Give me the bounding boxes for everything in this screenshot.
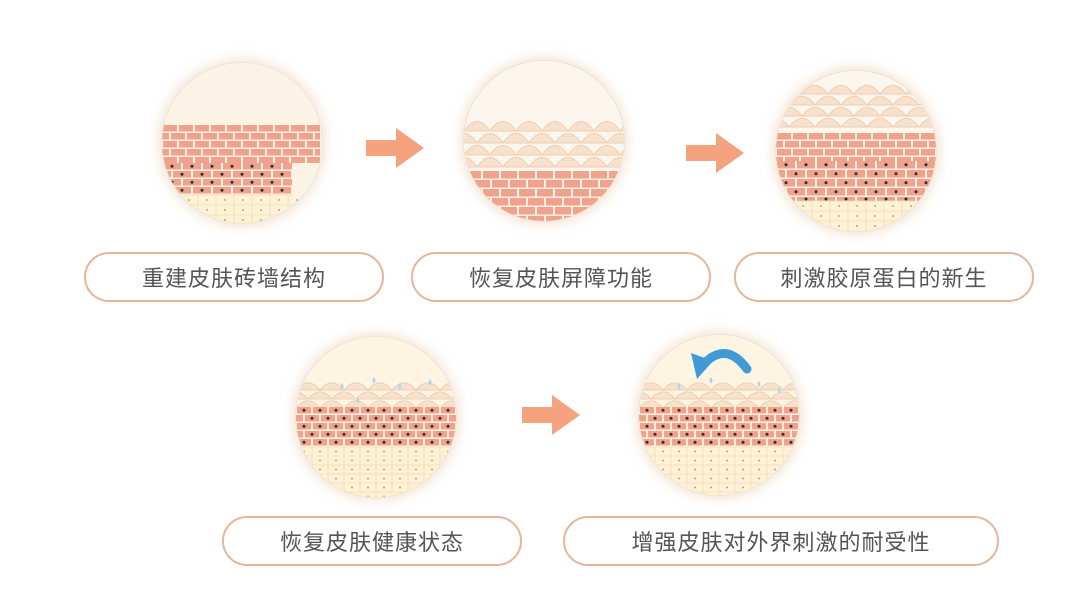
right-arrow-icon <box>522 395 580 435</box>
step-2-label: 恢复皮肤屏障功能 <box>411 252 711 302</box>
step-2-illustration <box>464 61 624 221</box>
step-1-label-text: 重建皮肤砖墙结构 <box>141 267 326 292</box>
collagen-regeneration-image <box>776 71 936 231</box>
step-4-label: 恢复皮肤健康状态 <box>222 516 522 566</box>
tolerance-skin-image <box>639 335 799 495</box>
barrier-layer-image <box>464 61 624 221</box>
step-3-illustration <box>776 71 936 231</box>
brick-wall-rebuild-image <box>162 63 322 223</box>
step-3-label-text: 刺激胶原蛋白的新生 <box>780 267 988 292</box>
step-4-illustration <box>296 337 456 497</box>
right-arrow-icon <box>686 133 744 173</box>
right-arrow-icon <box>366 128 424 168</box>
step-5-label-text: 增强皮肤对外界刺激的耐受性 <box>631 531 931 556</box>
step-1-label: 重建皮肤砖墙结构 <box>84 252 384 302</box>
step-3-label: 刺激胶原蛋白的新生 <box>734 252 1034 302</box>
step-4-label-text: 恢复皮肤健康状态 <box>279 531 464 556</box>
curved-arrow-icon <box>691 349 752 379</box>
step-2-label-text: 恢复皮肤屏障功能 <box>468 267 653 292</box>
step-1-illustration <box>162 63 322 223</box>
step-5-illustration <box>639 335 799 495</box>
step-5-label: 增强皮肤对外界刺激的耐受性 <box>563 516 999 566</box>
healthy-skin-image <box>296 337 456 497</box>
